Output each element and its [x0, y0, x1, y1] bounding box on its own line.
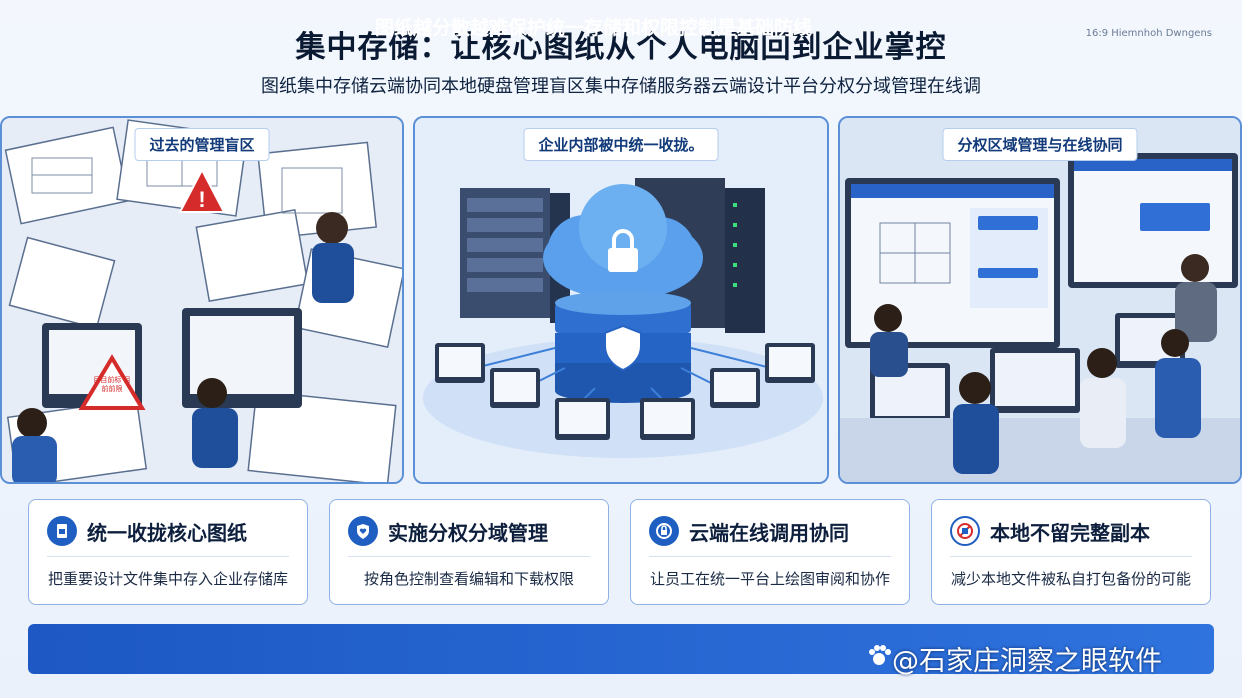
card-unified-collection: 统一收拢核心图纸 把重要设计文件集中存入企业存储库 [28, 499, 308, 605]
central-server-illustration [415, 118, 827, 482]
card-title: 实施分权分域管理 [388, 521, 548, 545]
card-title: 云端在线调用协同 [689, 521, 849, 545]
panel-label-centralized: 企业内部被中统一收拢。 [523, 128, 719, 161]
card-divider [950, 556, 1192, 557]
card-title: 统一收拢核心图纸 [87, 521, 247, 545]
warning-sign-text: 目目前标 目前前限 [93, 376, 131, 393]
card-description: 按角色控制查看编辑和下载权限 [363, 570, 574, 588]
panel-label-collaboration: 分权区域管理与在线协同 [942, 128, 1138, 161]
svg-text:!: ! [198, 187, 205, 212]
card-no-local-copy: 本地不留完整副本 减少本地文件被私自打包备份的可能 [931, 499, 1211, 605]
card-title: 本地不留完整副本 [990, 521, 1150, 545]
card-description: 让员工在统一平台上绘图审阅和协作 [649, 570, 890, 588]
panel-online-collaboration: 分权区域管理与在线协同 [838, 116, 1242, 484]
heart-shield-icon [348, 516, 378, 546]
scattered-drawings-illustration: ! [2, 118, 402, 482]
paw-icon [869, 645, 891, 665]
panel-label-past: 过去的管理盲区 [134, 128, 270, 161]
watermark: @石家庄洞察之眼软件 [892, 646, 1162, 677]
card-divider [47, 556, 289, 557]
panel-centralized-storage: 企业内部被中统一收拢。 [413, 116, 829, 484]
card-description: 把重要设计文件集中存入企业存储库 [47, 570, 288, 588]
page-title: 集中存储：让核心图纸从个人电脑回到企业掌控 [295, 30, 947, 65]
collaboration-illustration [840, 118, 1240, 482]
card-divider [649, 556, 891, 557]
panel-past-blind-spot: ! 过去的管理盲区 目目前标 目前前限 [0, 116, 404, 484]
card-permission-management: 实施分权分域管理 按角色控制查看编辑和下载权限 [329, 499, 609, 605]
no-copy-icon [950, 516, 980, 546]
card-divider [348, 556, 590, 557]
bottom-banner [28, 624, 1214, 674]
file-shield-icon [47, 516, 77, 546]
sync-lock-icon [649, 516, 679, 546]
page-subtitle: 图纸集中存储云端协同本地硬盘管理盲区集中存储服务器云端设计平台分权分域管理在线调 [261, 76, 981, 97]
ratio-label: 16:9 Hiemnhoh Dwngens [1085, 28, 1212, 39]
card-description: 减少本地文件被私自打包备份的可能 [950, 570, 1191, 588]
banner-text: 图纸越分散越难保护统一存储和权限控制是基础防线 [375, 17, 813, 39]
card-cloud-collaboration: 云端在线调用协同 让员工在统一平台上绘图审阅和协作 [630, 499, 910, 605]
